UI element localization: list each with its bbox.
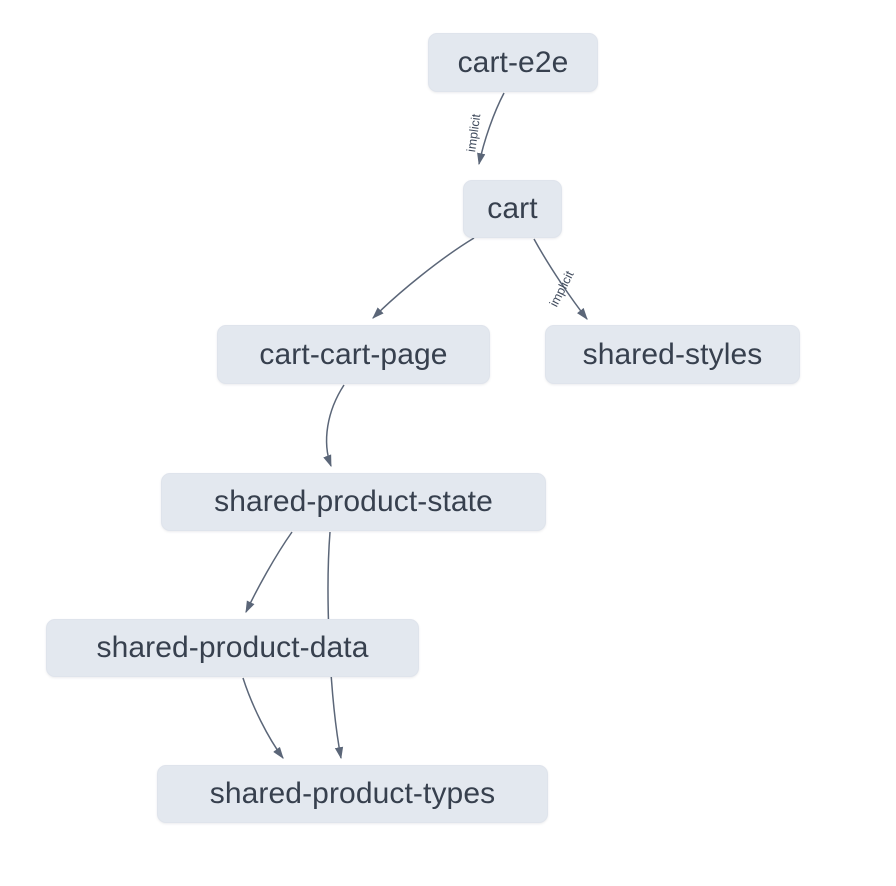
graph-node-cart[interactable]: cart [463, 180, 562, 238]
graph-node-shared-product-types[interactable]: shared-product-types [157, 765, 548, 823]
graph-node-label: shared-product-data [96, 631, 369, 664]
graph-edge [533, 238, 588, 320]
graph-node-cart-cart-page[interactable]: cart-cart-page [217, 325, 490, 384]
graph-node-label: shared-product-types [209, 777, 496, 810]
graph-node-label: shared-product-state [214, 485, 493, 518]
graph-edge [477, 92, 505, 166]
graph-node-shared-styles[interactable]: shared-styles [545, 325, 800, 384]
graph-edge [245, 531, 293, 614]
graph-node-label: cart [487, 192, 538, 225]
graph-edge [372, 237, 475, 319]
graph-node-shared-product-state[interactable]: shared-product-state [161, 473, 546, 531]
graph-edge [242, 677, 284, 759]
graph-node-label: cart-cart-page [259, 337, 448, 371]
graph-edge [323, 384, 345, 468]
graph-node-cart-e2e[interactable]: cart-e2e [428, 33, 598, 92]
graph-node-label: shared-styles [582, 337, 763, 371]
graph-node-shared-product-data[interactable]: shared-product-data [46, 619, 419, 677]
graph-node-label: cart-e2e [457, 45, 569, 79]
